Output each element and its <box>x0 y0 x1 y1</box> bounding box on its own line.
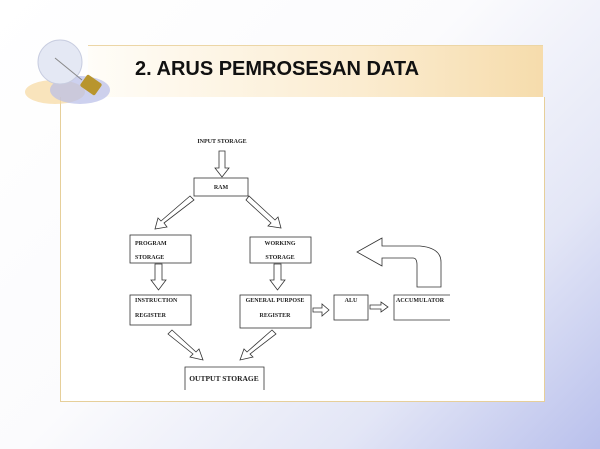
accumulator-label: ACCUMULATOR <box>396 298 445 304</box>
input-storage-label: INPUT STORAGE <box>197 139 246 145</box>
instruction-label: INSTRUCTION <box>135 298 178 304</box>
working-storage-label: STORAGE <box>265 255 294 261</box>
instruction-register-box <box>129 294 192 326</box>
alu-label: ALU <box>345 298 358 304</box>
instruction-register-label: REGISTER <box>135 313 167 319</box>
gpr-box <box>239 294 312 329</box>
ram-label: RAM <box>214 185 229 191</box>
alu-box <box>333 294 369 321</box>
gpr-register-label: REGISTER <box>259 313 291 319</box>
accumulator-box <box>393 294 450 321</box>
working-storage-box <box>249 236 312 264</box>
output-storage-label: OUTPUT STORAGE <box>189 374 259 383</box>
light-bulb-icon <box>25 39 110 104</box>
title-band <box>88 45 543 98</box>
gpr-label: GENERAL PURPOSE <box>246 298 305 304</box>
arrows <box>150 150 442 361</box>
program-storage-label: STORAGE <box>135 255 164 261</box>
working-label: WORKING <box>264 241 295 247</box>
ram-box <box>193 177 249 197</box>
output-storage-box <box>184 366 265 390</box>
slide-title: 2. ARUS PEMROSESAN DATA <box>135 58 420 80</box>
program-label: PROGRAM <box>135 241 167 247</box>
program-storage-box <box>129 234 192 264</box>
